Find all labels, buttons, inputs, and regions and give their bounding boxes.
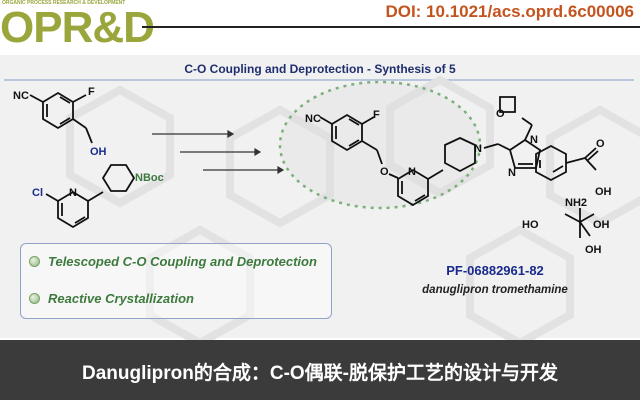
- atom-oh-bottom: OH: [585, 244, 602, 256]
- title-divider: [4, 79, 634, 81]
- benzyl-alcohol-structure: [29, 91, 93, 144]
- doi-label: DOI: 10.1021/acs.oprd.6c00006: [385, 2, 634, 21]
- journal-logo: OPR&D: [0, 3, 155, 52]
- atom-n-pyridine: N: [69, 187, 77, 199]
- bullet-icon: [29, 293, 40, 304]
- atom-cl: Cl: [32, 187, 43, 199]
- atom-o-carbonyl: O: [596, 138, 605, 150]
- atom-oh: OH: [90, 146, 107, 158]
- atom-oh-right: OH: [593, 219, 610, 231]
- atom-n-piperidine: N: [474, 143, 482, 155]
- atom-nh2: NH2: [565, 197, 587, 209]
- header: ORGANIC PROCESS RESEARCH & DEVELOPMENT O…: [0, 0, 640, 52]
- background-hexagons: [66, 75, 640, 340]
- atom-o-ether: O: [380, 166, 389, 178]
- bullet-icon: [29, 256, 40, 267]
- atom-n-imidazole-3: N: [508, 167, 516, 179]
- compound-name: danuglipron tromethamine: [422, 284, 568, 296]
- atom-nc-product: NC: [305, 113, 321, 125]
- coupling-highlight: [278, 80, 482, 210]
- reaction-arrows: [152, 129, 285, 175]
- atom-f: F: [88, 86, 95, 98]
- scheme-title: C-O Coupling and Deprotection - Synthesi…: [184, 62, 456, 76]
- atom-nc: NC: [13, 90, 29, 102]
- compound-code: PF-06882961-82: [446, 263, 544, 278]
- atom-o-oxetane: O: [496, 108, 505, 120]
- chloropyridine-structure: [45, 164, 136, 229]
- journal-tagline: ORGANIC PROCESS RESEARCH & DEVELOPMENT: [2, 0, 126, 6]
- highlights-box: Telescoped C-O Coupling and Deprotection…: [20, 243, 332, 319]
- atom-nboc: NBoc: [135, 172, 164, 184]
- highlight-text: Telescoped C-O Coupling and Deprotection: [48, 254, 317, 269]
- highlight-item: Reactive Crystallization: [29, 291, 194, 306]
- atom-oh-acid: OH: [595, 186, 612, 198]
- caption-text: Danuglipron的合成：C-O偶联-脱保护工艺的设计与开发: [81, 363, 559, 384]
- atom-n-imidazole-1: N: [530, 134, 538, 146]
- caption-banner: Danuglipron的合成：C-O偶联-脱保护工艺的设计与开发: [0, 340, 640, 400]
- reaction-scheme: NC F OH Cl N NBoc: [13, 75, 640, 340]
- atom-n-pyridine-product: N: [408, 166, 416, 178]
- header-divider: [142, 26, 640, 28]
- danuglipron-structure: [319, 96, 599, 238]
- atom-f-product: F: [373, 109, 380, 121]
- atom-ho: HO: [522, 219, 539, 231]
- highlight-text: Reactive Crystallization: [48, 291, 194, 306]
- highlight-item: Telescoped C-O Coupling and Deprotection: [29, 254, 317, 269]
